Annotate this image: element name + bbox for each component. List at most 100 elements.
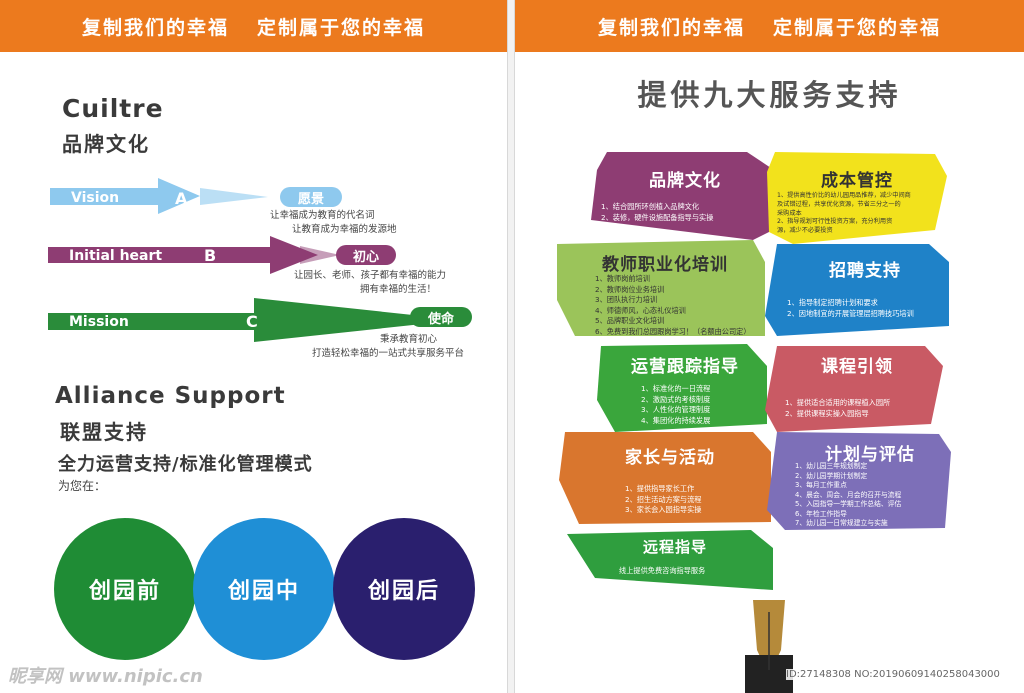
vision-line-2: 让教育成为幸福的发源地 [292, 224, 397, 235]
card-plan-item-4: 4、晨会、周会、月会的召开与流程 [795, 490, 902, 499]
card-parent-shape [559, 432, 771, 524]
card-parent-items: 1、提供指导家长工作 2、招生活动方案与流程 3、家长会入园指导实操 [625, 484, 701, 516]
card-teacher-item-3: 3、团队执行力培训 [595, 295, 658, 304]
heart-arrow-shape [48, 236, 318, 274]
card-parent-title: 家长与活动 [625, 448, 715, 468]
card-teacher-shape [557, 240, 765, 336]
card-brand-items: 1、结合园所环创植入品牌文化 2、装修，硬件设施配备指导与实操 [601, 202, 713, 223]
card-plan-items: 1、幼儿园三年规划制定 2、幼儿园学期计划制定 3、每月工作重点 4、晨会、周会… [795, 462, 901, 529]
card-brand-item-2: 2、装修，硬件设施配备指导与实操 [601, 212, 714, 222]
card-cost-item-4: 2、指导规划可行性投资方案，充分利用资 [777, 218, 893, 226]
vision-tag: 愿景 [280, 187, 342, 207]
card-brand-item-1: 1、结合园所环创植入品牌文化 [601, 202, 700, 211]
card-plan-item-3: 3、每月工作重点 [795, 481, 847, 489]
card-remote-title: 远程指导 [642, 538, 707, 556]
card-recruit-item-2: 2、因地制宜的开展管理层招聘技巧培训 [787, 308, 914, 318]
card-ops-item-1: 1、标准化的一日流程 [641, 384, 711, 393]
card-cost-items: 1、提供高性价比的幼儿园用品推荐，减少中间商 及试错过程，共享优化资源，节省三分… [777, 192, 911, 236]
vision-line-1: 让幸福成为教育的代名词 [270, 210, 375, 221]
card-cost-shape [767, 152, 947, 244]
card-recruit-title: 招聘支持 [829, 261, 901, 281]
card-remote-item-1: 线上提供免费咨询指导服务 [619, 566, 706, 575]
vision-arrow-shape [50, 178, 200, 214]
card-teacher-item-6: 6、免费到我们总园跟岗学习！（名额由公司定） [595, 326, 751, 336]
card-recruit-shape [765, 244, 949, 336]
card-plan-title: 计划与评估 [825, 445, 915, 465]
card-parent-item-3: 3、家长会入园指导实操 [625, 505, 702, 514]
heart-arrow-tail [300, 246, 340, 264]
card-recruit-items: 1、指导制定招聘计划和要求 2、因地制宜的开展管理层招聘技巧培训 [787, 298, 914, 319]
card-remote-shape [567, 530, 773, 590]
banner-left-text: 复制我们的幸福 [597, 16, 745, 39]
right-page: 复制我们的幸福 定制属于您的幸福 提供九大服务支持 品牌文化 1、结合园所环创植… [514, 0, 1024, 693]
circle-before: 创园前 [54, 518, 196, 660]
card-brand-title: 品牌文化 [649, 171, 721, 191]
card-plan-item-1: 1、幼儿园三年规划制定 [795, 462, 868, 470]
mission-tag: 使命 [410, 307, 472, 327]
card-course-item-1: 1、提供适合适用的课程植入园所 [785, 398, 891, 407]
culture-heading-cn: 品牌文化 [62, 132, 150, 156]
circle-during: 创园中 [193, 518, 335, 660]
card-plan-item-2: 2、幼儿园学期计划制定 [795, 471, 868, 480]
card-ops-item-4: 4、集团化的持续发展 [641, 415, 711, 425]
card-teacher-item-1: 1、教师岗前培训 [595, 274, 650, 283]
card-teacher-item-5: 5、品牌职业文化培训 [595, 316, 665, 325]
culture-heading-en: Cuiltre [62, 94, 164, 123]
mode-text: 全力运营支持/标准化管理模式 [58, 454, 313, 475]
vision-arrow-tail [200, 188, 268, 205]
card-ops-items: 1、标准化的一日流程 2、激励式的考核制度 3、人性化的管理制度 4、集团化的持… [641, 384, 710, 426]
card-recruit-item-1: 1、指导制定招聘计划和要求 [787, 298, 878, 307]
card-ops-shape [597, 344, 767, 432]
heart-line-2: 拥有幸福的生活！ [360, 284, 437, 295]
card-ops-title: 运营跟踪指导 [631, 357, 739, 377]
card-course-title: 课程引领 [821, 357, 893, 377]
vision-label: Vision [71, 190, 120, 206]
watermark: 昵享网 www.nipic.cn [8, 666, 203, 687]
card-plan-shape [767, 432, 951, 530]
mission-label: Mission [69, 314, 129, 330]
card-course-item-2: 2、提供课程实操入园指导 [785, 408, 869, 418]
culture-arrows [48, 178, 460, 342]
card-plan-item-5: 5、入园指导一学期工作总结、评估 [795, 500, 902, 508]
services-graphic [557, 152, 951, 693]
left-page: 复制我们的幸福 定制属于您的幸福 Cuiltre 品牌文化 Vision A I… [0, 0, 508, 693]
card-teacher-item-2: 2、教师岗位业务培训 [595, 284, 665, 294]
mission-line-2: 打造轻松幸福的一站式共享服务平台 [312, 348, 465, 359]
right-banner: 复制我们的幸福 定制属于您的幸福 [515, 0, 1024, 52]
card-cost-item-1: 1、提供高性价比的幼儿园用品推荐，减少中间商 [777, 192, 911, 199]
alliance-heading-cn: 联盟支持 [60, 420, 148, 444]
card-plan-item-6: 6、年检工作指导 [795, 509, 847, 518]
mission-letter: C [246, 312, 258, 331]
circle-during-label: 创园中 [227, 579, 300, 604]
circle-after: 创园后 [333, 518, 475, 660]
card-teacher-title: 教师职业化培训 [602, 255, 728, 275]
card-course-items: 1、提供适合适用的课程植入园所 2、提供课程实操入园指导 [785, 398, 890, 419]
image-id-line: ID:27148308 NO:20190609140258043000 [786, 669, 1000, 680]
for-you-text: 为您在： [58, 479, 107, 493]
card-teacher-item-4: 4、师德师风，心态礼仪培训 [595, 305, 686, 315]
banner-left-text: 复制我们的幸福 [81, 16, 229, 39]
card-teacher-items: 1、教师岗前培训 2、教师岗位业务培训 3、团队执行力培训 4、师德师风，心态礼… [595, 274, 751, 337]
card-cost-title: 成本管控 [821, 171, 893, 191]
card-course-shape [765, 346, 943, 432]
card-ops-item-3: 3、人性化的管理制度 [641, 405, 711, 414]
banner-right-text: 定制属于您的幸福 [773, 16, 942, 39]
card-remote-items: 线上提供免费咨询指导服务 [619, 566, 705, 577]
card-cost-item-3: 采购成本 [777, 209, 802, 217]
card-cost-item-2: 及试错过程，共享优化资源，节省三分之一的 [777, 200, 901, 208]
card-cost-item-5: 源，减少不必要投资 [777, 227, 833, 235]
card-ops-item-2: 2、激励式的考核制度 [641, 394, 711, 404]
heart-line-1: 让园长、老师、孩子都有幸福的能力 [294, 270, 447, 281]
circle-after-label: 创园后 [367, 579, 440, 604]
banner-right-text: 定制属于您的幸福 [257, 16, 426, 39]
services-title: 提供九大服务支持 [637, 78, 902, 112]
card-brand-shape [591, 152, 777, 240]
heart-tag: 初心 [336, 245, 396, 265]
mission-line-1: 秉承教育初心 [380, 334, 438, 345]
heart-label: Initial heart [69, 248, 163, 264]
alliance-heading-en: Alliance Support [55, 383, 286, 409]
heart-letter: B [204, 246, 217, 265]
card-parent-item-1: 1、提供指导家长工作 [625, 484, 695, 493]
card-parent-item-2: 2、招生活动方案与流程 [625, 494, 702, 504]
circle-before-label: 创园前 [88, 579, 161, 604]
